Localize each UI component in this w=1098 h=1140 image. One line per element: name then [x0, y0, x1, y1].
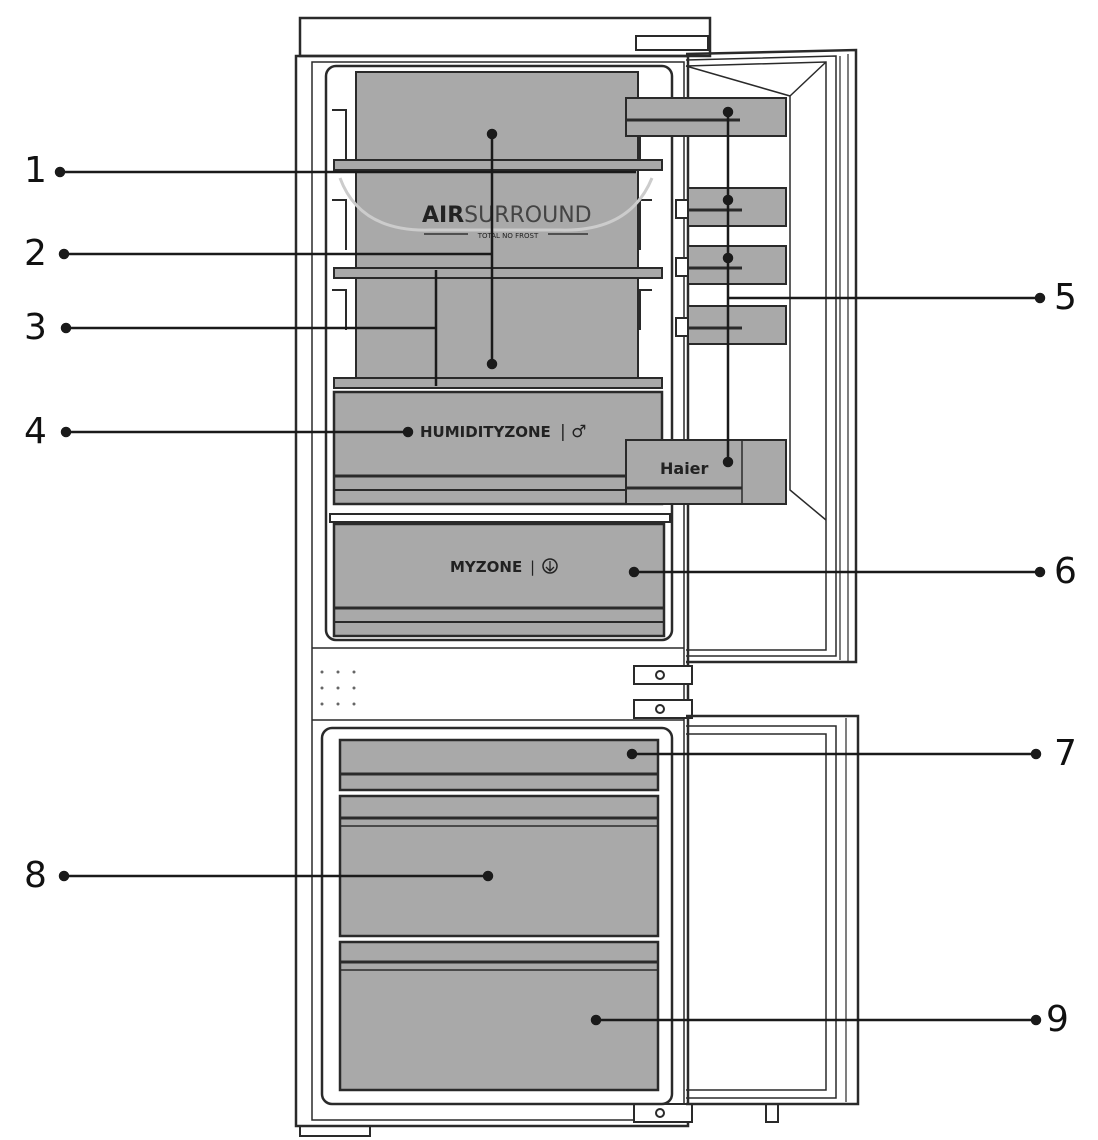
leader-4-dot [60, 426, 72, 438]
foot-left [299, 1125, 371, 1137]
callout-4: 4 [24, 411, 47, 452]
door-balcony-bottom [625, 439, 787, 505]
upper-door-frame [685, 48, 858, 664]
freezer-drawer-1 [338, 738, 660, 792]
door-balconies [625, 97, 787, 505]
freezer-compartment [320, 726, 674, 1106]
callout-2: 2 [24, 233, 47, 274]
upper-door [685, 48, 858, 664]
leader-5-dot [1034, 292, 1046, 304]
shelf-2 [333, 267, 663, 279]
callout-9: 9 [1046, 999, 1069, 1040]
leader-2-dot [58, 248, 70, 260]
door-balcony-4 [687, 305, 787, 345]
humidity-drawer [332, 390, 664, 506]
branding: AIRSURROUND TOTAL NO FROST HUMIDITYZONE … [420, 203, 592, 576]
cabinet-inner-outline [311, 61, 685, 1121]
svg-text:MYZONE: MYZONE [450, 558, 522, 576]
freezer-liner [320, 726, 674, 1106]
leader-3-dot [60, 322, 72, 334]
callout-1: 1 [24, 150, 47, 191]
myzone-divider: | [530, 558, 535, 576]
myzone-prefix: MYZON [450, 558, 512, 576]
top-hinge [635, 35, 709, 51]
leader-1-dot [54, 166, 66, 178]
callout-3: 3 [24, 307, 47, 348]
leader-6-dot [1034, 566, 1046, 578]
door-foot [765, 1103, 779, 1123]
haier-logo: Haier [660, 459, 709, 478]
airsurround-light: SURROUND [464, 203, 591, 228]
leader-7-dot [1030, 748, 1042, 760]
fridge-compartment [324, 64, 674, 642]
middle-hinges [633, 665, 693, 1123]
callout-8: 8 [24, 855, 47, 896]
control-panel [312, 647, 684, 721]
humidity-divider-icon: | ♂ [560, 422, 586, 442]
myzone-drawer [332, 522, 666, 638]
door-balcony-top [625, 97, 787, 137]
myzone-bold: E [512, 558, 522, 576]
shelf-1 [333, 159, 663, 171]
lower-door [686, 714, 860, 1123]
callout-leaders [54, 106, 1046, 1026]
door-balcony-2 [687, 187, 787, 227]
airsurround-bold: AIR [422, 203, 464, 228]
lower-door-frame [686, 714, 860, 1106]
humidityzone-label: HUMIDITYZONE [420, 423, 551, 441]
shelf-3 [333, 377, 663, 389]
leader-9-dot [1030, 1014, 1042, 1026]
callout-7: 7 [1054, 733, 1077, 774]
leader-8-dot [58, 870, 70, 882]
callout-5: 5 [1054, 277, 1077, 318]
airsurround-sub: TOTAL NO FROST [477, 232, 539, 240]
cabinet [294, 16, 712, 1137]
svg-text:AIRSURROUND: AIRSURROUND [422, 203, 592, 228]
fridge-liner [324, 64, 674, 642]
cabinet-outline [294, 54, 690, 1128]
myzone-icon [542, 558, 558, 574]
freezer-drawer-3 [338, 940, 660, 1092]
air-duct [338, 177, 654, 232]
door-balcony-3 [687, 245, 787, 285]
callout-6: 6 [1054, 551, 1077, 592]
